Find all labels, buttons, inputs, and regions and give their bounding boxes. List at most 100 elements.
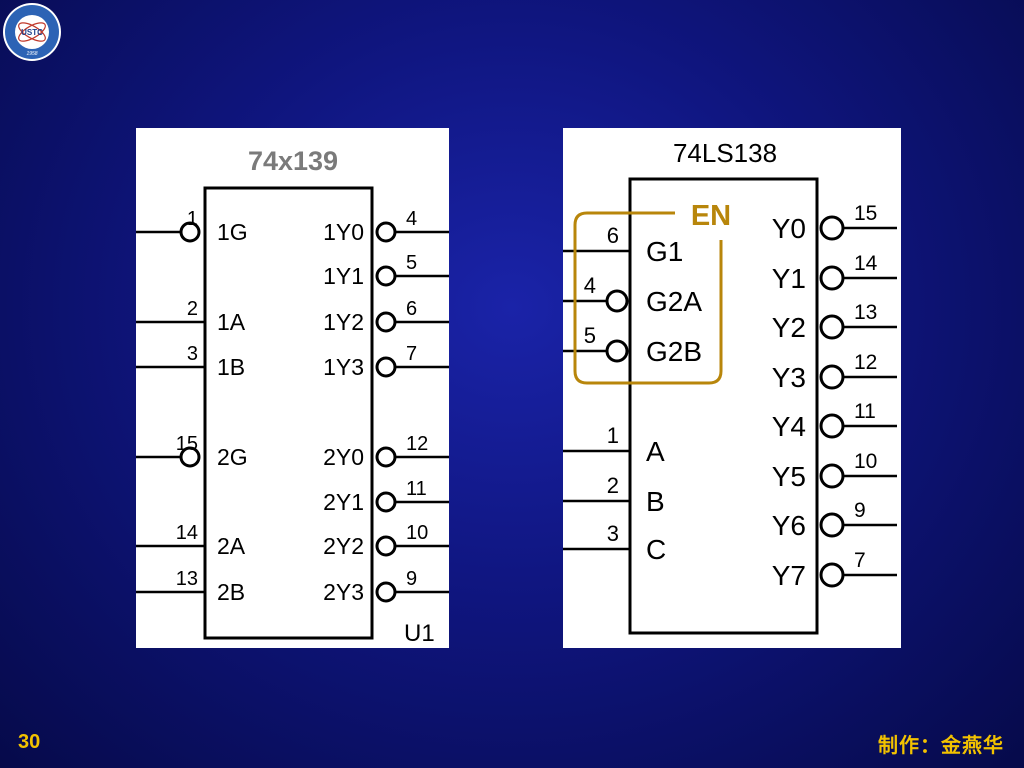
enable-pin-g1: 6G1 bbox=[563, 223, 683, 267]
inversion-bubble bbox=[819, 562, 845, 588]
pin-label: 1Y3 bbox=[323, 354, 364, 380]
pin-number: 3 bbox=[187, 343, 198, 365]
page-number: 30 bbox=[18, 731, 41, 753]
pin-number: 4 bbox=[584, 273, 596, 298]
pin-label: 2A bbox=[217, 533, 246, 559]
input-pin-2b: 13 2B bbox=[136, 568, 245, 605]
pin-label: 1B bbox=[217, 354, 245, 380]
pin-label: C bbox=[646, 534, 666, 565]
inversion-bubble bbox=[605, 289, 629, 313]
pin-label: Y6 bbox=[772, 510, 806, 541]
input-pin-1b: 3 1B bbox=[136, 343, 245, 380]
pin-label: 2Y1 bbox=[323, 489, 364, 515]
pin-label: 2Y2 bbox=[323, 533, 364, 559]
pin-label: 1Y0 bbox=[323, 219, 364, 245]
pin-number: 14 bbox=[176, 522, 198, 544]
pin-label: G1 bbox=[646, 236, 683, 267]
chip-74ls138-diagram: 74LS138 6G14G2A5G2B1A2B3C15Y014Y113Y212Y… bbox=[563, 138, 897, 635]
inversion-bubble bbox=[179, 446, 201, 468]
inversion-bubble bbox=[375, 265, 397, 287]
pin-label: Y7 bbox=[772, 560, 806, 591]
pin-label: 2G bbox=[217, 444, 248, 470]
select-pin-c: 3C bbox=[563, 521, 666, 565]
logo-text: USTC bbox=[21, 28, 43, 37]
pin-label: 1Y1 bbox=[323, 263, 364, 289]
output-pin-y6: 9Y6 bbox=[772, 499, 897, 541]
author-credit: 制作：金燕华 bbox=[878, 735, 1004, 757]
enable-label: EN bbox=[691, 200, 731, 232]
pin-number: 6 bbox=[607, 223, 619, 248]
pin-number: 6 bbox=[406, 298, 417, 320]
pin-number: 3 bbox=[607, 521, 619, 546]
pin-number: 2 bbox=[607, 473, 619, 498]
pin-number: 11 bbox=[854, 400, 876, 423]
output-pin-2y2: 10 2Y2 bbox=[323, 522, 449, 559]
pin-label: 2B bbox=[217, 579, 245, 605]
pin-number: 10 bbox=[854, 450, 877, 473]
output-pin-1y2: 6 1Y2 bbox=[323, 298, 449, 335]
inversion-bubble bbox=[375, 581, 397, 603]
pin-label: Y2 bbox=[772, 312, 806, 343]
pin-label: A bbox=[646, 436, 665, 467]
inversion-bubble bbox=[375, 311, 397, 333]
logo-center bbox=[15, 15, 49, 49]
inversion-bubble bbox=[375, 491, 397, 513]
pin-number: 12 bbox=[854, 351, 877, 374]
pin-label: 1Y2 bbox=[323, 309, 364, 335]
output-pin-1y1: 5 1Y1 bbox=[323, 252, 449, 289]
pin-number: 1 bbox=[607, 423, 619, 448]
pin-number: 9 bbox=[406, 568, 417, 590]
logo-orbit bbox=[18, 22, 46, 42]
inversion-bubble bbox=[819, 413, 845, 439]
ustc-logo: USTC 1958 bbox=[3, 3, 61, 61]
inversion-bubble bbox=[179, 221, 201, 243]
pin-label: B bbox=[646, 486, 665, 517]
pin-number: 7 bbox=[854, 549, 866, 572]
chip-ref-label: U1 bbox=[404, 620, 435, 647]
pin-label: Y0 bbox=[772, 213, 806, 244]
pin-number: 10 bbox=[406, 522, 428, 544]
chip-body bbox=[628, 177, 819, 635]
inversion-bubble bbox=[819, 215, 845, 241]
output-pin-1y0: 4 1Y0 bbox=[323, 208, 449, 245]
pin-label: Y3 bbox=[772, 362, 806, 393]
pin-number: 13 bbox=[854, 301, 877, 324]
logo-year: 1958 bbox=[26, 51, 37, 57]
logo-orbit bbox=[18, 22, 46, 42]
pin-number: 1 bbox=[187, 208, 198, 230]
select-pin-a: 1A bbox=[563, 423, 665, 467]
pin-label: 1G bbox=[217, 219, 248, 245]
inversion-bubble bbox=[819, 463, 845, 489]
pin-label: 2Y0 bbox=[323, 444, 364, 470]
chip-body bbox=[203, 186, 374, 640]
output-pin-1y3: 7 1Y3 bbox=[323, 343, 449, 380]
pin-number: 13 bbox=[176, 568, 198, 590]
input-pin-2a: 14 2A bbox=[136, 522, 246, 559]
pin-number: 5 bbox=[406, 252, 417, 274]
pin-number: 7 bbox=[406, 343, 417, 365]
pin-label: Y5 bbox=[772, 461, 806, 492]
output-pin-y7: 7 Y7 bbox=[772, 549, 897, 591]
output-pin-y0: 15 Y0 bbox=[772, 202, 897, 244]
pin-number: 2 bbox=[187, 298, 198, 320]
inversion-bubble bbox=[605, 339, 629, 363]
inversion-bubble bbox=[375, 535, 397, 557]
pin-label: 2Y3 bbox=[323, 579, 364, 605]
output-pin-2y3: 9 2Y3 bbox=[323, 568, 449, 605]
pin-label: G2B bbox=[646, 336, 702, 367]
pin-number: 15 bbox=[854, 202, 877, 225]
pin-number: 4 bbox=[406, 208, 417, 230]
inversion-bubble bbox=[819, 314, 845, 340]
enable-bracket bbox=[573, 211, 723, 385]
inversion-bubble bbox=[375, 356, 397, 378]
output-pin-y3: 12 Y3 bbox=[772, 351, 897, 393]
